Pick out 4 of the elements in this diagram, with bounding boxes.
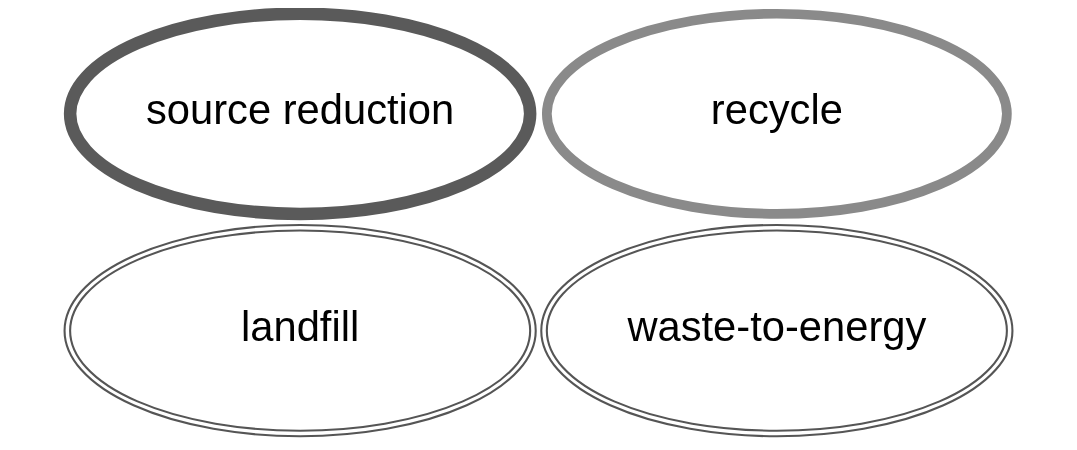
node-ellipse: landfill [63, 223, 537, 438]
node-ellipse: waste-to-energy [540, 223, 1014, 438]
node-ellipse: recycle [541, 8, 1012, 219]
node-ellipse: source reduction [63, 8, 537, 221]
